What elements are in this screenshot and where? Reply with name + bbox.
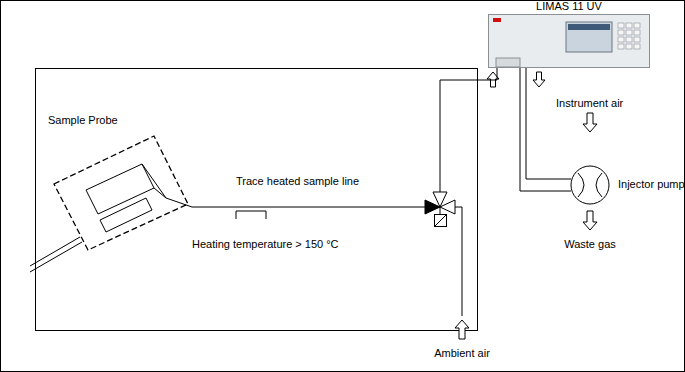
node-label: Injector pump <box>570 165 685 191</box>
flow-arrow-down <box>533 72 545 87</box>
three-way-valve <box>425 192 455 227</box>
ambient-air-arrow <box>455 320 469 339</box>
pump-line <box>526 68 571 179</box>
waste-gas-arrow <box>583 211 597 230</box>
line-label: Trace heated sample line <box>236 175 359 188</box>
sample-probe: Sample Probe <box>42 112 192 252</box>
probe-tube <box>30 237 80 266</box>
probe-tube <box>30 242 82 272</box>
flow-label: Instrument air <box>556 97 623 110</box>
flow-label: Waste gas <box>564 238 616 251</box>
heating-symbol <box>236 211 266 219</box>
ambient-air-line <box>455 207 462 316</box>
analyzer: LIMAS 11 UV <box>488 0 650 68</box>
pipe-connector <box>192 68 497 207</box>
pipe-connector <box>520 68 571 191</box>
injector-pump: Injector pump <box>570 165 685 205</box>
temperature-note: Heating temperature > 150 °C <box>192 238 339 251</box>
flow-label: Ambient air <box>434 347 490 360</box>
system-frame <box>36 69 478 331</box>
probe-drawing <box>42 112 192 252</box>
analyzer-device <box>488 14 650 68</box>
instrument-air-arrow <box>583 113 597 132</box>
node-label: Sample Probe <box>42 112 192 127</box>
node-label: LIMAS 11 UV <box>488 0 650 13</box>
injector-pump-symbol <box>570 165 610 205</box>
